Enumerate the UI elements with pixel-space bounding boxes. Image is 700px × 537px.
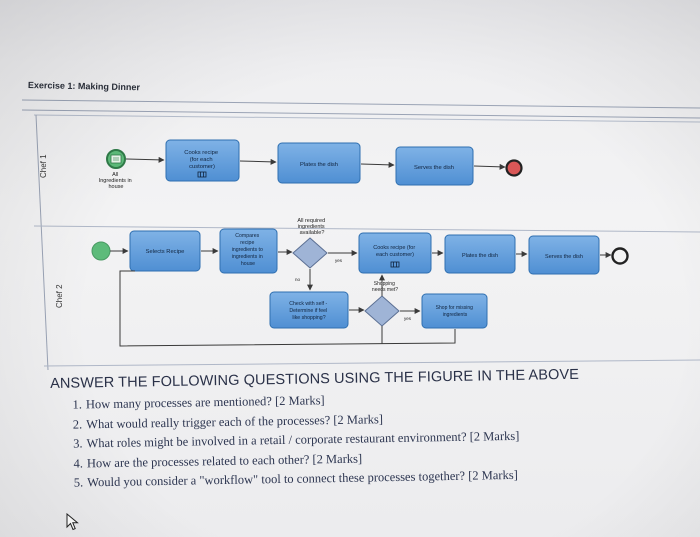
chef2-gateway-shopping-label: Shopping needs met? <box>372 281 398 293</box>
question-text: How are the processes related to each ot… <box>86 451 363 470</box>
chef2-task-compares: Compares recipe ingredients to ingredien… <box>219 228 278 274</box>
svg-text:Cooks recipe (for each: Cooks recipe (for each customer) <box>184 150 219 170</box>
question-number: 3. <box>73 436 83 451</box>
chef2-gateway-ingredients-label: All required ingredients available? <box>297 218 326 236</box>
question-text: What roles might be involved in a retail… <box>86 428 520 451</box>
svg-text:Plates the dish: Plates the dish <box>462 253 498 259</box>
chef2-no-label: no <box>295 277 301 282</box>
chef2-task-serves: Serves the dish <box>528 235 600 275</box>
chef2-gateway-shopping <box>364 295 400 327</box>
chef2-task-plates: Plates the dish <box>444 234 516 274</box>
chef1-start-label: All Ingredients in house <box>99 172 134 190</box>
chef1-task-plates: Plates the dish <box>277 142 361 184</box>
svg-text:Plates the dish: Plates the dish <box>300 162 338 168</box>
chef2-gateway-ingredients <box>292 237 328 269</box>
chef2-start-event <box>91 241 111 261</box>
svg-text:Serves the dish: Serves the dish <box>545 254 583 260</box>
question-text: Would you consider a "workflow" tool to … <box>87 467 518 490</box>
pool <box>21 99 700 371</box>
chef1-start-event <box>106 149 126 169</box>
chef2-yes-label-1: yes <box>335 258 343 263</box>
svg-text:Serves the dish: Serves the dish <box>414 165 454 171</box>
svg-text:Selects Recipe: Selects Recipe <box>146 249 185 255</box>
chef1-end-event <box>505 159 523 177</box>
svg-text:Shop for missing ingre: Shop for missing ingredients <box>436 305 475 318</box>
chef2-task-selects-recipe: Selects Recipe <box>129 230 201 272</box>
question-text: What would really trigger each of the pr… <box>86 411 384 431</box>
mouse-cursor-icon <box>66 513 79 531</box>
chef2-task-cooks-recipe: Cooks recipe (for each customer) <box>358 232 432 274</box>
question-number: 5. <box>73 475 84 490</box>
lane-label-chef2: Chef 2 <box>55 284 64 308</box>
chef1-task-serves: Serves the dish <box>395 146 474 186</box>
question-number: 2. <box>72 416 83 432</box>
question-text: How many processes are mentioned? [2 Mar… <box>85 393 325 412</box>
question-number: 4. <box>73 455 84 471</box>
bpmn-diagram: Chef 1 Chef 2 All Ingredients in house C… <box>21 99 700 371</box>
loop-back-connector <box>119 270 456 347</box>
chef2-end-event <box>611 247 629 265</box>
chef1-task-cooks-recipe: Cooks recipe (for each customer) <box>165 139 240 182</box>
questions-section: ANSWER THE FOLLOWING QUESTIONS USING THE… <box>50 365 692 496</box>
chef2-task-check-self: Check with self - Determine if feel like… <box>269 291 349 329</box>
question-number: 1. <box>72 397 82 412</box>
svg-text:Cooks recipe (for each: Cooks recipe (for each customer) <box>373 245 416 258</box>
lane-label-chef1: Chef 1 <box>39 154 48 178</box>
svg-text:Compares recipe: Compares recipe ingredients to ingredien… <box>232 233 265 267</box>
svg-text:Check with self - Dete: Check with self - Determine if feel like… <box>289 301 329 321</box>
chef2-yes-label-2: yes <box>404 316 412 321</box>
chef2-task-shop: Shop for missing ingredients <box>421 293 488 329</box>
